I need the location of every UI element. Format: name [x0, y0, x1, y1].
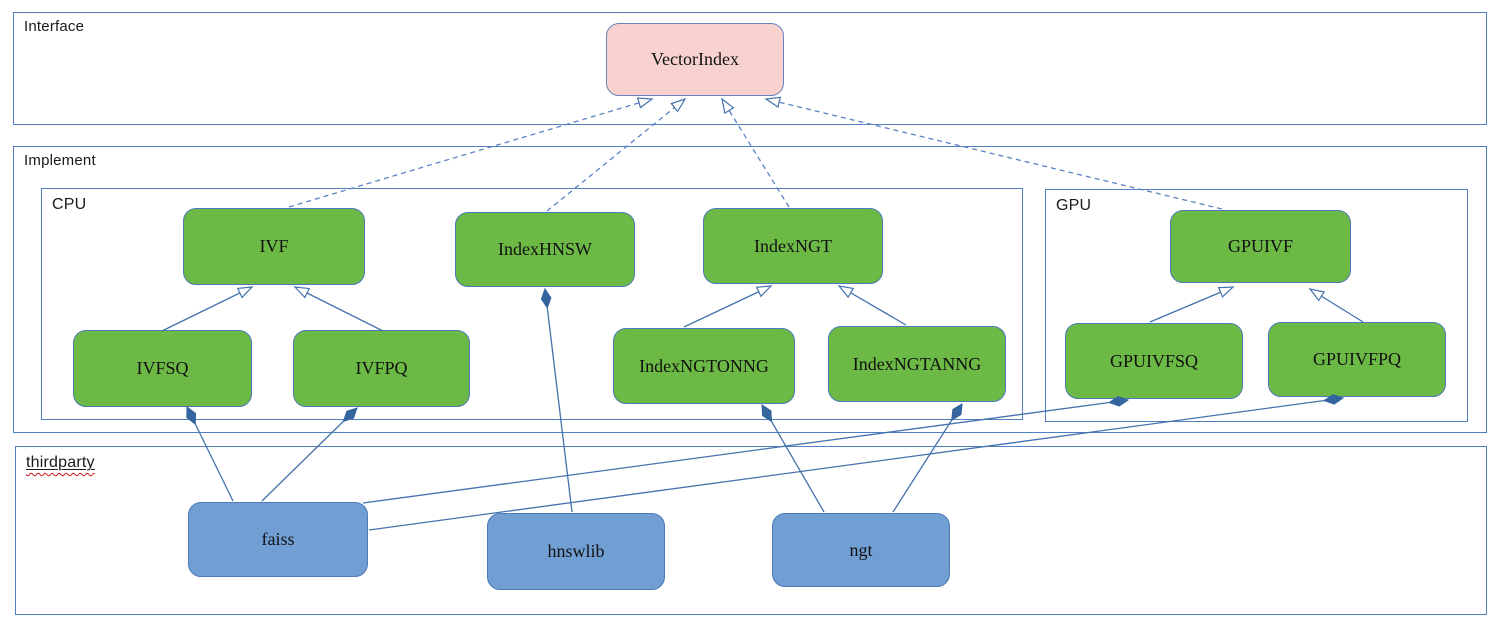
edge-ngt-indexngtonng[interactable]	[761, 404, 825, 513]
node-gpuivf[interactable]: GPUIVF	[1170, 210, 1351, 283]
thirdparty-label-text: thirdparty	[26, 454, 95, 471]
node-faiss-label: faiss	[261, 529, 295, 549]
edge-ivfsq-ivf[interactable]	[161, 286, 254, 332]
edge-gpuivf-vectorindex[interactable]	[764, 96, 1223, 210]
node-indexngtanng[interactable]: IndexNGTANNG	[828, 326, 1006, 402]
node-indexhnsw-label: IndexHNSW	[498, 239, 592, 259]
edge-faiss-ivfsq[interactable]	[186, 406, 234, 502]
edge-indexngtanng-indexngt[interactable]	[837, 285, 907, 326]
node-gpuivfsq[interactable]: GPUIVFSQ	[1065, 323, 1243, 399]
node-indexngtonng-label: IndexNGTONNG	[639, 355, 769, 376]
node-ivfpq-label: IVFPQ	[355, 358, 408, 378]
node-gpuivfsq-label: GPUIVFSQ	[1109, 350, 1199, 371]
node-faiss[interactable]: faiss	[188, 502, 368, 577]
container-label-cpu: CPU	[52, 196, 87, 213]
container-label-gpu: GPU	[1056, 197, 1092, 214]
node-hnswlib[interactable]: hnswlib	[487, 513, 665, 590]
node-gpuivfpq-label: GPUIVFPQ	[1312, 349, 1402, 369]
edge-gpuivfsq-gpuivf[interactable]	[1149, 286, 1235, 323]
container-label-interface: Interface	[24, 18, 85, 35]
node-vectorindex[interactable]: VectorIndex	[606, 23, 784, 96]
container-label-implement: Implement	[24, 152, 96, 169]
node-ivf[interactable]: IVF	[183, 208, 365, 285]
edge-ngt-indexngtanng[interactable]	[892, 403, 963, 513]
node-indexngtonng[interactable]: IndexNGTONNG	[613, 328, 795, 404]
edge-faiss-gpuivfpq[interactable]	[368, 393, 1345, 531]
node-ivfsq[interactable]: IVFSQ	[73, 330, 252, 407]
container-label-thirdparty: thirdparty	[26, 454, 95, 472]
edge-ivfpq-ivf[interactable]	[293, 286, 384, 332]
edge-indexhnsw-vectorindex[interactable]	[546, 97, 687, 212]
node-gpuivf-label: GPUIVF	[1227, 236, 1293, 256]
node-gpuivfpq[interactable]: GPUIVFPQ	[1268, 322, 1446, 397]
edge-indexngtonng-indexngt[interactable]	[683, 285, 773, 328]
node-ngt-label: ngt	[849, 539, 873, 560]
node-vectorindex-label: VectorIndex	[651, 49, 739, 69]
node-indexngt-label: IndexNGT	[754, 235, 832, 256]
node-ivfsq-label: IVFSQ	[136, 358, 189, 378]
node-indexngt[interactable]: IndexNGT	[703, 208, 883, 284]
edge-ivf-vectorindex[interactable]	[288, 97, 654, 208]
edge-faiss-ivfpq[interactable]	[261, 407, 358, 502]
node-indexhnsw[interactable]: IndexHNSW	[455, 212, 635, 287]
node-ngt[interactable]: ngt	[772, 513, 950, 587]
node-ivf-label: IVF	[259, 236, 289, 256]
node-indexngtanng-label: IndexNGTANNG	[852, 353, 982, 374]
edge-indexngt-vectorindex[interactable]	[721, 97, 790, 208]
node-ivfpq[interactable]: IVFPQ	[293, 330, 470, 407]
edge-gpuivfpq-gpuivf[interactable]	[1308, 288, 1364, 323]
edge-faiss-gpuivfsq[interactable]	[362, 395, 1130, 504]
node-hnswlib-label: hnswlib	[547, 541, 605, 561]
